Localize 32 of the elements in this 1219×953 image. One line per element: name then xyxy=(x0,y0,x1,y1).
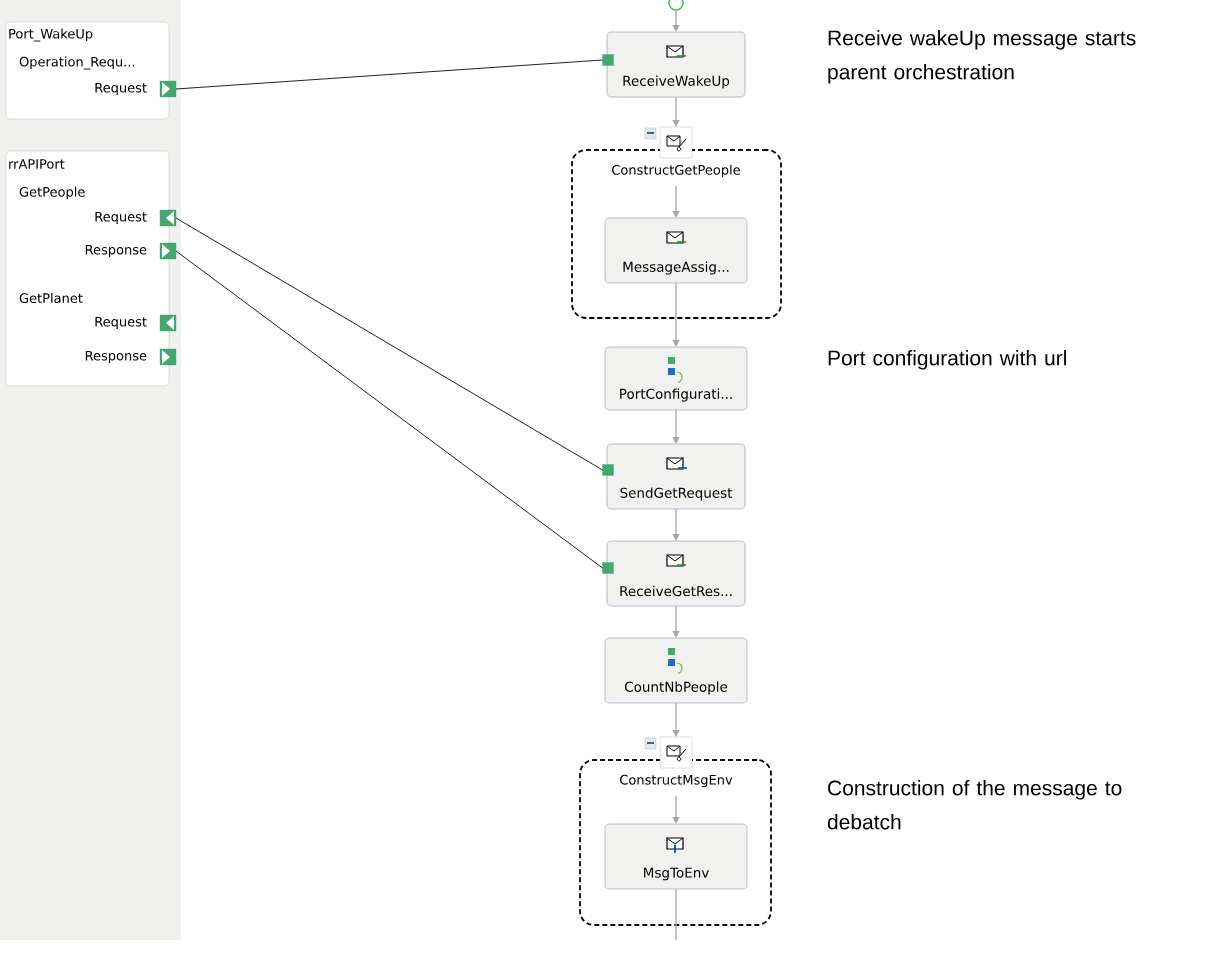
port-box: Port_WakeUp Operation_Requ... Request xyxy=(5,21,170,120)
arrow xyxy=(672,702,680,737)
arrow xyxy=(672,508,680,541)
port-pin xyxy=(602,54,614,66)
port-handle xyxy=(159,314,177,332)
annotation-text: Port configuration with url xyxy=(828,350,1066,370)
shape-box: MsgToEnv xyxy=(604,823,748,890)
port-box: rrAPIPort GetPeople Request Response GetPlanet Request Response xyxy=(5,150,170,387)
shape-box: MessageAssig... xyxy=(604,217,748,284)
port-pin xyxy=(602,464,614,476)
shape-box: ReceiveWakeUp xyxy=(606,31,746,98)
arrow xyxy=(672,795,680,824)
arrow xyxy=(672,185,680,218)
arrow xyxy=(672,96,680,127)
shape-box: CountNbPeople xyxy=(604,637,748,704)
arrow xyxy=(672,605,680,638)
shape-box: PortConfigurati... xyxy=(604,346,748,411)
port-handle xyxy=(159,209,177,227)
connector-line xyxy=(175,217,603,471)
arrow xyxy=(672,282,680,347)
connector-line xyxy=(175,59,603,90)
shape-box: ReceiveGetRes... xyxy=(606,540,746,607)
port-pin xyxy=(602,562,614,574)
shape-box: SendGetRequest xyxy=(606,443,746,510)
arrow xyxy=(672,9,680,32)
annotation-text: Construction of the message to debatch xyxy=(827,780,1122,830)
annotation-text: Receive wakeUp message starts parent orchestration xyxy=(828,30,1136,84)
connector-line xyxy=(175,250,603,569)
port-handle xyxy=(159,80,177,98)
port-handle xyxy=(159,348,177,366)
port-handle xyxy=(159,242,177,260)
arrow xyxy=(672,409,680,444)
